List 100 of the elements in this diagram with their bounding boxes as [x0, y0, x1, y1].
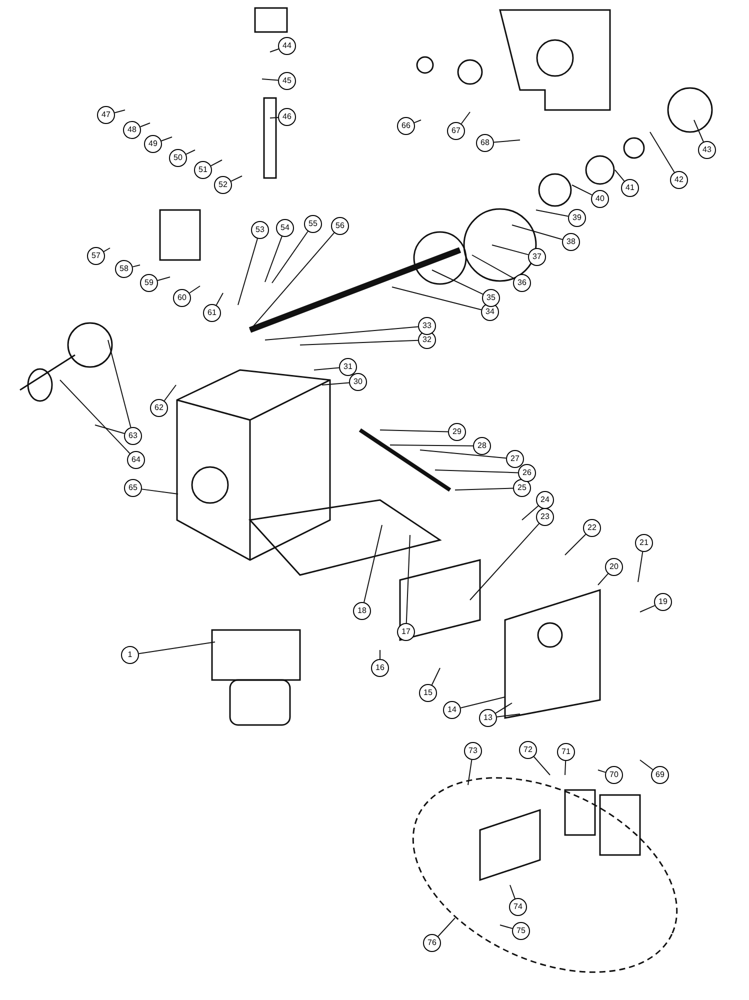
leader-line	[406, 534, 410, 624]
leader-line	[614, 170, 625, 182]
callout-number: 27	[506, 450, 524, 468]
leader-line	[533, 756, 550, 776]
callout-number: 42	[670, 171, 688, 189]
leader-line	[536, 210, 569, 217]
leader-line	[500, 924, 513, 930]
leader-line	[141, 488, 178, 494]
callout-number: 59	[140, 274, 158, 292]
leader-line	[454, 488, 514, 490]
callout-number: 41	[621, 179, 639, 197]
callout-number: 28	[473, 437, 491, 455]
leader-line	[496, 714, 520, 718]
leader-line	[262, 78, 279, 81]
leader-line	[420, 450, 507, 459]
leader-line	[434, 470, 518, 474]
leader-line	[472, 254, 515, 280]
leader-line	[460, 112, 470, 124]
callout-number: 49	[144, 135, 162, 153]
leader-line	[270, 48, 280, 52]
leader-line	[598, 573, 609, 586]
leader-line	[138, 642, 216, 654]
callout-number: 16	[371, 659, 389, 677]
callout-number: 76	[423, 934, 441, 952]
leader-line	[114, 110, 126, 114]
leader-line	[314, 367, 340, 370]
callout-number: 33	[418, 317, 436, 335]
callout-number: 48	[123, 121, 141, 139]
callout-number: 25	[513, 479, 531, 497]
callout-number: 51	[194, 161, 212, 179]
leader-line	[264, 326, 419, 340]
leader-line	[157, 276, 170, 282]
callout-number: 14	[443, 701, 461, 719]
callout-number: 52	[214, 176, 232, 194]
leader-line	[60, 380, 130, 454]
leader-line	[390, 444, 474, 446]
leader-line	[470, 523, 540, 600]
callout-number: 50	[169, 149, 187, 167]
leader-line	[414, 120, 422, 124]
callout-number: 57	[87, 247, 105, 265]
callout-number: 68	[476, 134, 494, 152]
leader-line	[694, 120, 704, 142]
callout-number: 54	[276, 219, 294, 237]
leader-line	[392, 286, 482, 310]
callout-number: 66	[397, 117, 415, 135]
callout-number: 64	[127, 451, 145, 469]
leader-line	[522, 505, 539, 520]
callout-number: 37	[528, 248, 546, 266]
callout-number: 75	[512, 922, 530, 940]
leader-line	[238, 238, 258, 306]
leader-line	[270, 117, 279, 118]
callout-number: 69	[651, 766, 669, 784]
leader-line	[492, 244, 529, 256]
leader-line	[272, 230, 308, 284]
leader-line	[493, 140, 520, 143]
leader-line	[164, 384, 176, 402]
callout-number: 45	[278, 72, 296, 90]
leader-line	[650, 132, 675, 173]
callout-number: 74	[509, 898, 527, 916]
callout-number: 20	[605, 558, 623, 576]
leader-line	[94, 424, 125, 434]
callout-number: 31	[339, 358, 357, 376]
leader-line	[495, 702, 512, 714]
leader-line	[364, 524, 382, 603]
callout-number: 55	[304, 215, 322, 233]
callout-number: 21	[635, 534, 653, 552]
callout-number: 72	[519, 741, 537, 759]
callout-number: 73	[464, 742, 482, 760]
callout-number: 38	[562, 233, 580, 251]
leader-line	[216, 292, 224, 306]
callout-number: 22	[583, 519, 601, 537]
leader-line	[431, 668, 440, 686]
callout-number: 46	[278, 108, 296, 126]
callout-number: 53	[251, 221, 269, 239]
callout-number: 15	[419, 684, 437, 702]
leader-line	[322, 382, 350, 386]
leader-line	[264, 236, 282, 282]
callout-number: 40	[591, 190, 609, 208]
leader-line	[564, 534, 586, 556]
callout-number: 58	[115, 260, 133, 278]
leader-line	[432, 270, 484, 295]
callout-number: 47	[97, 106, 115, 124]
leader-line	[186, 150, 196, 155]
callout-number: 65	[124, 479, 142, 497]
leader-line	[108, 340, 132, 428]
callout-number: 24	[536, 491, 554, 509]
callout-number: 17	[397, 623, 415, 641]
leader-line	[210, 160, 222, 166]
leader-line	[640, 760, 654, 770]
callout-number: 43	[698, 141, 716, 159]
callout-number: 61	[203, 304, 221, 322]
callout-number: 70	[605, 766, 623, 784]
callout-number: 26	[518, 464, 536, 482]
callout-number: 35	[482, 289, 500, 307]
callout-number: 36	[513, 274, 531, 292]
leader-line	[510, 884, 516, 900]
callout-number: 44	[278, 37, 296, 55]
leader-line	[140, 122, 150, 128]
callout-number: 60	[173, 289, 191, 307]
leader-line	[132, 264, 140, 268]
